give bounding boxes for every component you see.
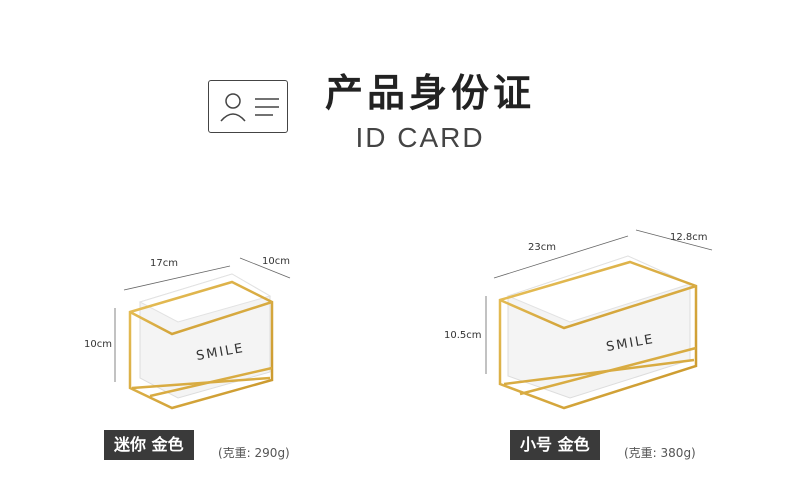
- id-card-icon-graphic: [220, 93, 279, 122]
- small-width-label: 12.8cm: [670, 232, 708, 243]
- small-weight: (克重: 380g): [624, 446, 696, 460]
- mini-weight: (克重: 290g): [218, 446, 290, 460]
- small-width-line: [635, 229, 713, 251]
- small-basket: [485, 229, 713, 410]
- page-title: 产品身份证: [324, 71, 535, 115]
- mini-length-line: [123, 265, 231, 291]
- small-variant-badge: 小号 金色: [510, 430, 600, 460]
- small-length-label: 23cm: [528, 242, 556, 253]
- small-height-label: 10.5cm: [444, 330, 482, 341]
- mini-width-label: 10cm: [262, 256, 290, 267]
- page-subtitle: ID CARD: [355, 122, 485, 153]
- mini-basket: [114, 257, 291, 410]
- mini-variant-badge: 迷你 金色: [104, 430, 194, 460]
- mini-length-label: 17cm: [150, 258, 178, 269]
- mini-height-label: 10cm: [84, 339, 112, 350]
- mini-width-line: [239, 257, 291, 279]
- small-length-line: [493, 235, 629, 279]
- id-card-icon: [208, 80, 288, 133]
